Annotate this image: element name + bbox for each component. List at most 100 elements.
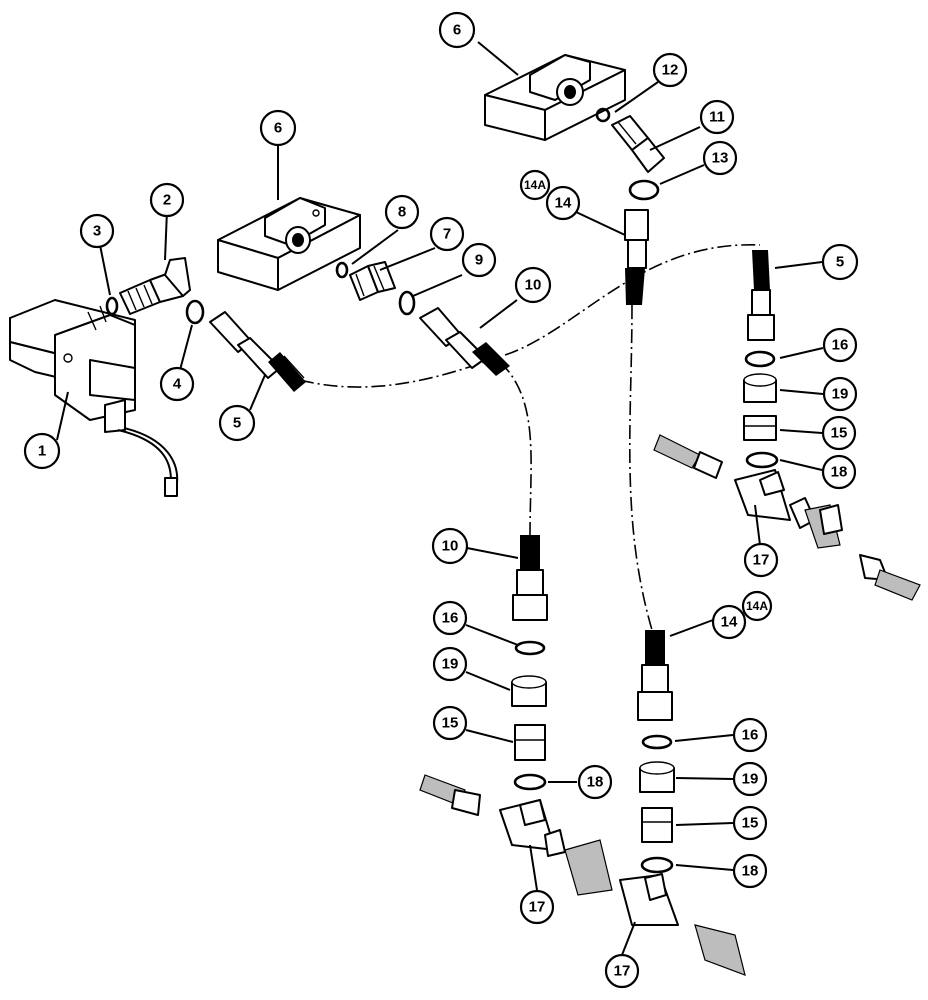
callout-17-bottom: 17	[604, 953, 640, 989]
svg-text:12: 12	[662, 62, 679, 79]
svg-text:2: 2	[163, 192, 171, 209]
callout-14-bottom: 14	[711, 604, 747, 640]
solenoid-valve-part	[9, 299, 179, 497]
hose-end-5-left	[209, 311, 306, 392]
svg-text:18: 18	[742, 863, 759, 880]
fitting-15-left	[514, 724, 546, 761]
callout-3: 3	[79, 213, 115, 249]
callout-18-left: 18	[577, 764, 613, 800]
elbow-fitting-11	[611, 115, 665, 173]
callout-1: 1	[23, 432, 61, 470]
svg-text:13: 13	[712, 150, 729, 167]
hose-end-14-top	[624, 209, 649, 305]
svg-text:7: 7	[443, 226, 451, 243]
callout-19-right: 19	[822, 376, 858, 412]
svg-text:14: 14	[721, 614, 738, 631]
callout-4: 4	[159, 366, 195, 402]
callout-6-left: 6	[259, 109, 297, 147]
svg-text:4: 4	[173, 376, 182, 393]
callout-17-right: 17	[743, 542, 779, 578]
svg-text:11: 11	[709, 109, 725, 126]
callout-17-left: 17	[519, 889, 555, 925]
svg-text:17: 17	[753, 552, 770, 569]
o-ring-9	[398, 290, 416, 316]
callout-7: 7	[429, 216, 465, 252]
o-ring-18-right	[745, 451, 779, 469]
svg-text:15: 15	[442, 715, 459, 732]
nut-19-middle	[639, 761, 675, 793]
svg-text:16: 16	[832, 337, 849, 354]
svg-text:19: 19	[742, 771, 759, 788]
o-ring-16-middle	[641, 734, 673, 750]
o-ring-18-middle	[640, 856, 674, 874]
callout-18-middle: 18	[732, 853, 768, 889]
callout-16-right: 16	[822, 327, 858, 363]
svg-text:15: 15	[831, 425, 848, 442]
fitting-15-middle	[641, 807, 673, 843]
svg-text:17: 17	[529, 899, 546, 916]
callout-12: 12	[652, 52, 688, 88]
callout-19-left: 19	[432, 646, 468, 682]
svg-text:14A: 14A	[746, 599, 768, 613]
svg-text:18: 18	[587, 774, 604, 791]
tee-assembly-17-right	[653, 434, 921, 601]
callout-16-middle: 16	[732, 717, 768, 753]
o-ring-8	[335, 261, 349, 279]
svg-text:19: 19	[832, 386, 849, 403]
svg-text:5: 5	[836, 254, 844, 271]
callout-13: 13	[702, 140, 738, 176]
svg-text:16: 16	[742, 727, 759, 744]
svg-text:6: 6	[453, 22, 461, 39]
o-ring-3	[105, 296, 119, 316]
callout-11: 11	[699, 99, 735, 135]
hose-route-5-left	[299, 359, 491, 388]
callout-14A-top: 14A	[519, 169, 551, 201]
svg-text:5: 5	[233, 415, 241, 432]
svg-text:18: 18	[831, 464, 848, 481]
callout-15-left: 15	[432, 705, 468, 741]
svg-text:8: 8	[398, 204, 406, 221]
svg-text:19: 19	[442, 656, 459, 673]
adapter-fitting-7	[349, 261, 396, 301]
elbow-fitting-part	[119, 257, 191, 315]
hose-end-14-bottom	[637, 630, 673, 721]
tee-assembly-17-left	[419, 774, 746, 976]
svg-text:3: 3	[93, 223, 101, 240]
svg-text:14: 14	[555, 195, 572, 212]
control-valve-6-left	[217, 197, 361, 291]
callout-5-right: 5	[821, 243, 859, 281]
hose-route-5-right	[504, 244, 761, 356]
o-ring-16-left	[514, 640, 546, 656]
control-valve-6-top	[484, 54, 626, 141]
callout-8: 8	[384, 194, 420, 230]
o-ring-4	[185, 299, 205, 325]
o-ring-12	[595, 107, 611, 123]
svg-text:10: 10	[525, 277, 542, 294]
callout-2: 2	[149, 182, 185, 218]
svg-text:10: 10	[442, 538, 459, 555]
callout-14-top: 14	[545, 185, 581, 221]
callout-9: 9	[461, 242, 497, 278]
callout-15-right: 15	[821, 415, 857, 451]
callout-16-left: 16	[432, 600, 468, 636]
callout-14A-bottom: 14A	[741, 590, 773, 622]
svg-text:15: 15	[742, 815, 759, 832]
hose-end-5-right	[747, 250, 775, 341]
callout-6-top: 6	[438, 11, 476, 49]
callout-19-middle: 19	[732, 761, 768, 797]
leader-lines	[56, 41, 824, 956]
callout-5-left: 5	[218, 404, 256, 442]
svg-text:14A: 14A	[524, 178, 546, 192]
nut-19-right	[743, 373, 777, 403]
hose-end-10-top	[419, 307, 510, 376]
callout-18-right: 18	[821, 454, 857, 490]
o-ring-13	[628, 179, 660, 201]
callout-10-bottom: 10	[431, 527, 469, 565]
callout-15-middle: 15	[732, 805, 768, 841]
nut-19-left	[511, 675, 547, 707]
fitting-15-right	[743, 415, 777, 441]
svg-text:17: 17	[614, 963, 631, 980]
callout-10-top: 10	[514, 266, 552, 304]
svg-text:1: 1	[38, 443, 46, 460]
